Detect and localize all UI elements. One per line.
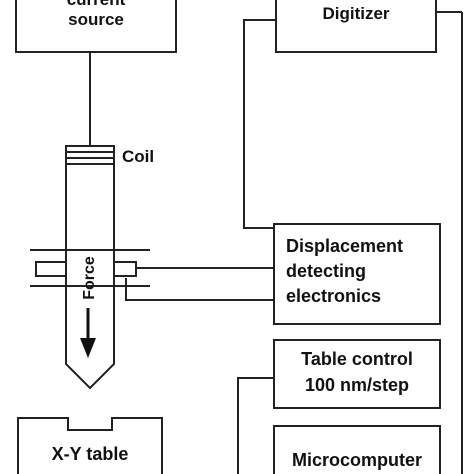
- coil-label: Coil: [122, 147, 155, 166]
- xy-table-label: X-Y table: [51, 444, 129, 464]
- force-arrow-head: [80, 338, 96, 358]
- current-source-label: current source: [16, 0, 176, 31]
- indenter-body: [65, 145, 115, 390]
- digitizer-label: Digitizer: [322, 4, 390, 23]
- digitizer-displacement-wire: [243, 19, 276, 229]
- sensor-plate-right: [113, 261, 137, 277]
- xy-table-box: [17, 417, 163, 474]
- displacement-label: Displacement detecting electronics: [286, 234, 403, 309]
- table-control-line2: 100 nm/step: [304, 375, 410, 395]
- current-source-box: [15, 0, 177, 53]
- current-source-line2: source: [68, 10, 124, 30]
- microcomputer-label: Microcomputer: [291, 450, 423, 470]
- current-source-line1: current: [16, 0, 176, 10]
- force-label: Force: [81, 256, 98, 300]
- table-control-line1: Table control: [301, 349, 413, 369]
- digitizer-box: [275, 0, 437, 53]
- sensor-wire-bottom: [125, 278, 274, 301]
- table-control-box: [273, 339, 441, 409]
- table-control-wire: [237, 377, 274, 474]
- displacement-line2: detecting: [286, 261, 367, 281]
- sensor-plate-left: [35, 261, 67, 277]
- microcomputer-box: [273, 425, 441, 474]
- displacement-line1: Displacement: [286, 236, 404, 256]
- table-control-label: Table control 100 nm/step: [274, 346, 440, 398]
- displacement-box: [273, 223, 441, 325]
- displacement-line3: electronics: [286, 286, 382, 306]
